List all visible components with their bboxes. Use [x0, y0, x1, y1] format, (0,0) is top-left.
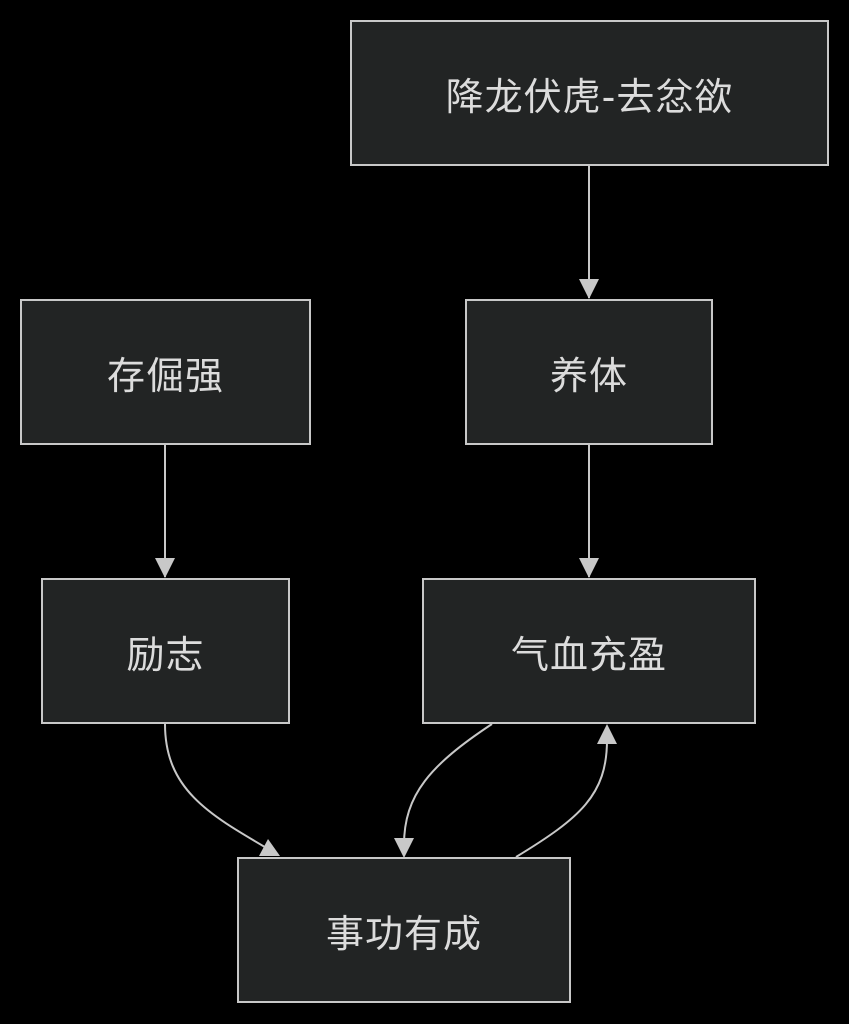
node-lizhi: 励志 [41, 578, 290, 724]
arrowhead-shigong-from-lizhi [259, 839, 280, 856]
node-label: 养体 [549, 353, 628, 398]
arrowhead-lizhi [155, 558, 175, 578]
node-shigong-youcheng: 事功有成 [237, 857, 571, 1003]
arrowhead-yangti [579, 279, 599, 299]
node-xianglong-fuhu: 降龙伏虎-去忿欲 [350, 20, 829, 166]
node-cunjue: 存倔强 [20, 299, 311, 445]
edge-lizhi-to-shigong [164, 723, 271, 851]
arrowhead-qixue-from-yangti [579, 558, 599, 578]
node-qixue-chongying: 气血充盈 [422, 578, 756, 724]
edge-shigong-to-qixue [515, 739, 608, 858]
node-label: 事功有成 [325, 911, 482, 956]
node-label: 存倔强 [106, 353, 224, 398]
node-label: 励志 [126, 632, 205, 677]
arrowhead-qixue-from-shigong [597, 724, 617, 744]
arrowhead-shigong-from-qixue [394, 838, 414, 858]
node-yangti: 养体 [465, 299, 713, 445]
edge-qixue-to-shigong [403, 723, 493, 846]
node-label: 气血充盈 [510, 632, 667, 677]
node-label: 降龙伏虎-去忿欲 [445, 74, 734, 119]
